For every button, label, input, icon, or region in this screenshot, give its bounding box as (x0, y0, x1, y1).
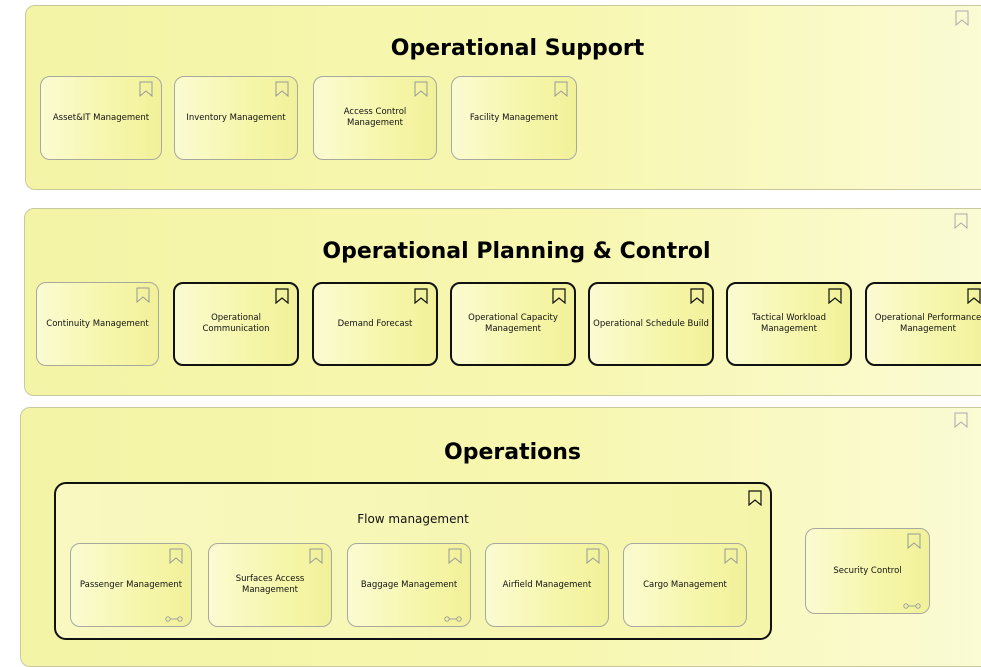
group-operational-support[interactable]: Operational Support Asset&IT Management … (25, 5, 981, 190)
group-title: Operational Support (390, 36, 645, 61)
bookmark-icon (414, 288, 428, 304)
capability-airfield-management[interactable]: Airfield Management (485, 543, 609, 627)
capability-surfaces-access-management[interactable]: Surfaces Access Management (208, 543, 332, 627)
bookmark-icon (748, 490, 762, 506)
capability-label: Tactical Workload Management (752, 313, 826, 334)
capability-label: Access Control Management (343, 107, 407, 128)
link-icon (444, 616, 462, 622)
capability-operational-performance-management[interactable]: Operational Performance Management (865, 282, 981, 366)
bookmark-icon (136, 287, 150, 303)
capability-operational-capacity-management[interactable]: Operational Capacity Management (450, 282, 576, 366)
group-operations[interactable]: Operations Flow management Passenger Man… (20, 407, 981, 667)
capability-label: Baggage Management (360, 579, 458, 590)
capability-label: Facility Management (469, 112, 559, 123)
capability-label: Operational Performance Management (874, 313, 981, 334)
capability-label: Demand Forecast (337, 318, 413, 329)
capability-operational-schedule-build[interactable]: Operational Schedule Build (588, 282, 714, 366)
bookmark-icon (724, 548, 738, 564)
capability-label: Asset&IT Management (52, 112, 150, 123)
bookmark-icon (907, 533, 921, 549)
bookmark-icon (954, 412, 968, 428)
capability-label: Airfield Management (502, 579, 592, 590)
group-title: Operations (444, 440, 581, 465)
capability-operational-communication[interactable]: Operational Communication (173, 282, 299, 366)
capability-label: Cargo Management (643, 579, 727, 590)
capability-label: Security Control (833, 565, 902, 576)
capability-baggage-management[interactable]: Baggage Management (347, 543, 471, 627)
capability-access-control-management[interactable]: Access Control Management (313, 76, 437, 160)
capability-continuity-management[interactable]: Continuity Management (36, 282, 159, 366)
bookmark-icon (828, 288, 842, 304)
capability-asset-it-management[interactable]: Asset&IT Management (40, 76, 162, 160)
bookmark-icon (954, 213, 968, 229)
capability-passenger-management[interactable]: Passenger Management (70, 543, 192, 627)
bookmark-icon (139, 81, 153, 97)
capability-label: Passenger Management (79, 579, 183, 590)
link-icon (165, 616, 183, 622)
group-operational-planning-control[interactable]: Operational Planning & Control Continuit… (24, 208, 981, 396)
capability-label: Surfaces Access Management (235, 574, 305, 595)
capability-cargo-management[interactable]: Cargo Management (623, 543, 747, 627)
capability-inventory-management[interactable]: Inventory Management (174, 76, 298, 160)
capability-label: Operational Schedule Build (593, 318, 709, 329)
link-icon (903, 603, 921, 609)
capability-label: Operational Capacity Management (468, 313, 558, 334)
bookmark-icon (275, 81, 289, 97)
flow-management-container[interactable]: Flow management Passenger Management Sur… (54, 482, 772, 640)
bookmark-icon (586, 548, 600, 564)
capability-demand-forecast[interactable]: Demand Forecast (312, 282, 438, 366)
flow-title: Flow management (357, 512, 469, 526)
bookmark-icon (967, 288, 981, 304)
bookmark-icon (275, 288, 289, 304)
bookmark-icon (690, 288, 704, 304)
bookmark-icon (169, 548, 183, 564)
bookmark-icon (955, 10, 969, 26)
capability-security-control[interactable]: Security Control (805, 528, 930, 614)
bookmark-icon (448, 548, 462, 564)
capability-label: Inventory Management (186, 112, 286, 123)
capability-label: Continuity Management (46, 318, 149, 329)
capability-label: Operational Communication (202, 313, 270, 334)
bookmark-icon (414, 81, 428, 97)
bookmark-icon (309, 548, 323, 564)
group-title: Operational Planning & Control (322, 239, 711, 264)
bookmark-icon (552, 288, 566, 304)
capability-tactical-workload-management[interactable]: Tactical Workload Management (726, 282, 852, 366)
bookmark-icon (554, 81, 568, 97)
capability-facility-management[interactable]: Facility Management (451, 76, 577, 160)
